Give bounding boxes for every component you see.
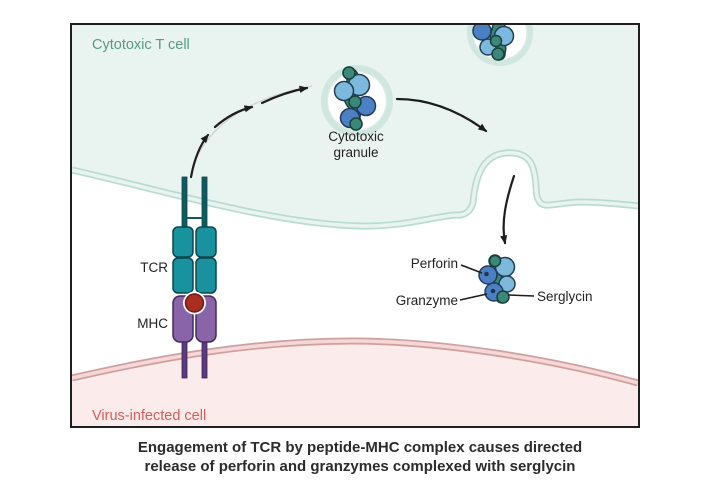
diagram-frame: Cytotoxic granule [70,23,640,428]
tcr-receptor [172,226,217,294]
figure-caption: Engagement of TCR by peptide-MHC complex… [0,438,720,476]
arrows [189,85,516,245]
caption-line1: Engagement of TCR by peptide-MHC complex… [137,439,583,456]
cytotoxic-t-cell-label: Cytotoxic T cell [92,37,190,53]
serglycin-lobes [342,66,363,131]
trafficking-arrow-1-icon [189,133,210,179]
granzyme-label: Granzyme [396,293,458,308]
released-complex: Perforin Granzyme Serglycin [396,254,593,308]
cytotoxic-granule-top-right [467,25,533,66]
serglycin-pointer-line [507,294,535,297]
cytotoxic-granule-main: Cytotoxic granule [321,65,393,160]
trafficking-arrow-2-icon [213,105,254,129]
granule-to-membrane-arrow-icon [395,97,488,133]
perforin-pointer-line [460,264,483,274]
granzyme-pointer-line [459,293,488,301]
immune-synapse-diagram: Cytotoxic granule [72,25,638,426]
caption-line2: release of perforin and granzymes comple… [144,458,576,475]
peptide-antigen [184,293,205,313]
trafficking-arrow-3-icon [260,85,309,105]
perforin-label: Perforin [411,256,458,271]
granule-label-line1: Cytotoxic [328,129,384,144]
serglycin-label: Serglycin [537,289,593,304]
granule-label-line2: granule [333,145,378,160]
tcr-mhc-complex: TCR MHC [137,176,217,379]
molecule-dots [484,271,496,294]
mhc-label: MHC [137,316,168,331]
t-cell-membrane-inner [72,151,638,228]
serglycin-lobes [488,254,510,304]
infected-cell-membrane-inner [72,339,638,385]
tcr-label: TCR [140,260,168,275]
serglycin-lobes [489,34,505,61]
granzyme-molecules [472,25,492,41]
perforin-molecules [333,73,371,102]
virus-infected-cell-label: Virus-infected cell [92,408,206,424]
release-arrow-icon [500,174,516,245]
infected-cell-fill [72,341,638,426]
virus-infected-cell-body [72,337,638,426]
